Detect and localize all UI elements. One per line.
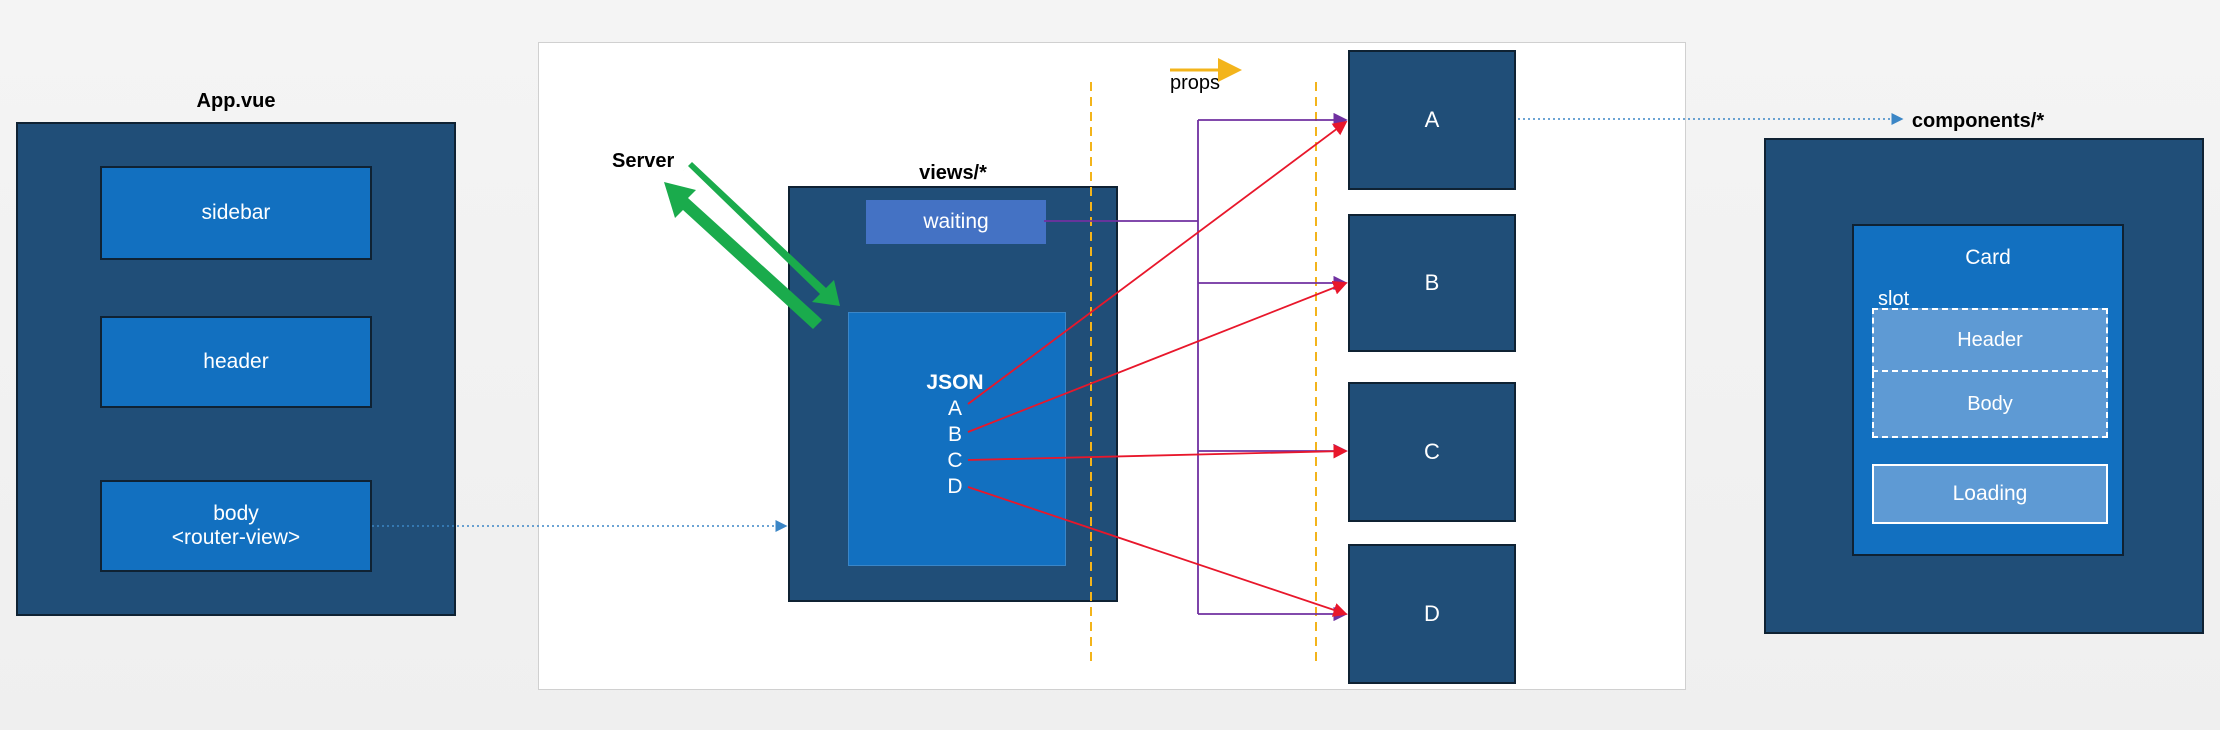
card-label: Card [1965,246,2011,269]
json-title: JSON [926,371,984,394]
component-b-label: B [1424,270,1440,295]
slot-header-label: Header [1957,328,2023,351]
views-title: views/* [919,162,987,184]
server-arrows [664,162,840,329]
app-vue-title: App.vue [196,90,276,112]
server-arrow-down [683,162,840,306]
props-lines [1044,112,1348,622]
waiting-box: waiting [866,200,1046,244]
components-panel: Card slot Header Body Loading [1764,138,2204,634]
components-title: components/* [1911,110,2045,132]
props-legend-label: props [1170,72,1221,94]
waiting-label: waiting [923,210,989,233]
loading-label: Loading [1952,482,2028,505]
slot-label: slot [1878,288,1910,310]
app-sidebar-box: sidebar [100,166,372,260]
app-sidebar-label: sidebar [201,201,271,224]
component-d-label: D [1424,601,1440,626]
component-box-b: B [1348,214,1516,352]
app-vue-panel: sidebar header body <router-view> [16,122,456,616]
json-lines [967,120,1348,617]
json-item-a: A [947,397,962,420]
views-panel: waiting [788,186,1118,602]
slot-header-box: Header [1872,308,2108,372]
json-text-block: JSON A B C D [900,370,1010,500]
component-box-a: A [1348,50,1516,190]
app-header-box: header [100,316,372,408]
component-box-c: C [1348,382,1516,522]
component-box-d: D [1348,544,1516,684]
json-item-d: D [947,475,963,498]
app-header-label: header [203,350,269,373]
server-arrow-up [664,182,822,329]
app-body-label: body [213,502,259,525]
json-line-a [967,120,1348,405]
component-a-label: A [1424,107,1440,132]
app-router-view-label: <router-view> [171,526,301,549]
app-body-box: body <router-view> [100,480,372,572]
slot-body-label: Body [1967,392,2013,415]
json-box [848,312,1066,566]
json-line-c [967,444,1348,461]
json-line-d [967,486,1348,617]
json-item-c: C [947,449,963,472]
json-line-b [967,280,1348,433]
slot-body-box: Body [1872,372,2108,438]
json-item-b: B [947,423,962,446]
server-label: Server [612,150,675,172]
card-box: Card slot Header Body Loading [1852,224,2124,556]
component-c-label: C [1424,439,1440,464]
loading-box: Loading [1872,464,2108,524]
